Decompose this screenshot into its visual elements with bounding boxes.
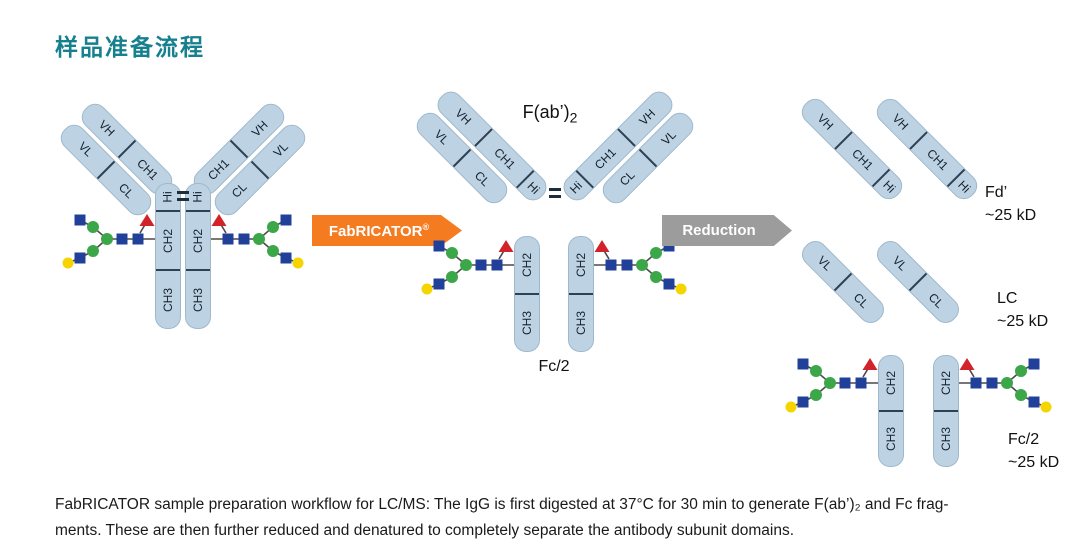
fragment-name: Fc/2 — [1008, 431, 1040, 448]
domain-label: VL — [814, 253, 835, 274]
lc-chain-1: VL CL — [797, 236, 889, 328]
domain-label: VL — [75, 139, 96, 160]
domain-label: CH2 — [161, 228, 176, 253]
domain-label: CH3 — [574, 310, 589, 336]
domain-label: CH1 — [592, 144, 620, 172]
fragment-name: Fd’ — [985, 184, 1008, 201]
domain-label: Hi — [955, 177, 974, 196]
domain-label: Hi — [191, 191, 205, 203]
domain-cl: CL — [908, 272, 963, 327]
domain-ch3: CH3 — [186, 269, 210, 328]
fabricator-arrow-label: FabRICATOR® — [329, 222, 429, 240]
disulfide-bond — [549, 195, 561, 198]
fc2-reduced-chain-2: CH2 CH3 — [933, 355, 959, 467]
domain-label: CH1 — [134, 156, 161, 183]
domain-label: CH2 — [191, 228, 206, 253]
fc2-fragment-label: Fc/2 ~25 kD — [1008, 428, 1059, 474]
domain-label: VH — [888, 110, 911, 133]
fragment-name: LC — [997, 290, 1018, 307]
fc2-chain-left: CH2 CH3 — [514, 236, 540, 352]
reduction-arrow-label: Reduction — [682, 222, 756, 239]
lc-fragment-label: LC ~25 kD — [997, 287, 1048, 333]
domain-ch3: CH3 — [156, 269, 180, 328]
domain-label: CH1 — [490, 144, 518, 172]
domain-ch3: CH3 — [879, 410, 903, 466]
domain-label: VH — [95, 117, 118, 140]
domain-label: CL — [851, 290, 872, 311]
domain-ch2: CH2 — [156, 210, 180, 269]
glycan-icon — [61, 213, 156, 270]
domain-label: CL — [229, 180, 250, 201]
domain-hinge: Hi — [156, 184, 180, 210]
domain-label: VL — [658, 127, 679, 148]
domain-ch2: CH2 — [879, 356, 903, 410]
lc-chain-2: VL CL — [872, 236, 964, 328]
domain-label: CL — [472, 168, 493, 189]
domain-label: CH2 — [884, 370, 899, 396]
domain-label: CH3 — [884, 426, 899, 452]
domain-label: CL — [116, 180, 137, 201]
domain-label: CH3 — [191, 287, 206, 312]
domain-label: VL — [431, 127, 452, 148]
domain-ch3: CH3 — [515, 293, 539, 351]
domain-ch3: CH3 — [934, 410, 958, 466]
domain-label: Hi — [524, 178, 543, 197]
fab2-subscript: 2 — [569, 109, 578, 126]
domain-label: CL — [926, 290, 947, 311]
fc2-reduced-chain-1: CH2 CH3 — [878, 355, 904, 467]
domain-label: VL — [889, 253, 910, 274]
domain-cl: CL — [833, 272, 888, 327]
domain-label: VH — [813, 110, 836, 133]
glycan-icon — [420, 239, 515, 296]
igg-fc-stack-left: Hi CH2 CH3 — [155, 183, 181, 329]
domain-label: CH2 — [574, 252, 589, 278]
caption-line1: FabRICATOR sample preparation workflow f… — [55, 496, 949, 513]
fragment-mass: ~25 kD — [985, 207, 1037, 224]
domain-label: Hi — [880, 177, 899, 196]
fd-fragment-label: Fd’ ~25 kD — [985, 181, 1036, 227]
caption: FabRICATOR sample preparation workflow f… — [55, 492, 1065, 544]
glycan-icon — [784, 357, 879, 414]
disulfide-bond — [177, 191, 189, 194]
fc2-chain-right: CH2 CH3 — [568, 236, 594, 352]
domain-ch3: CH3 — [569, 293, 593, 351]
disulfide-bond — [177, 198, 189, 201]
fragment-mass: ~25 kD — [997, 313, 1049, 330]
domain-label: VH — [451, 105, 474, 128]
domain-hinge: Hi — [186, 184, 210, 210]
domain-label: VH — [248, 117, 271, 140]
domain-label: CH1 — [923, 145, 951, 173]
domain-label: Hi — [567, 178, 586, 197]
domain-ch2: CH2 — [569, 237, 593, 293]
registered-mark-icon: ® — [422, 221, 430, 232]
glycan-icon — [210, 213, 305, 270]
reduction-arrow: Reduction — [662, 215, 792, 246]
domain-label: Hi — [161, 191, 175, 203]
domain-label: CH3 — [161, 287, 176, 312]
domain-label: CH1 — [848, 145, 876, 173]
domain-label: VH — [636, 105, 659, 128]
disulfide-bond — [549, 188, 561, 191]
domain-label: VL — [270, 139, 291, 160]
fabricator-text: FabRICATOR — [328, 222, 423, 240]
domain-label: CH2 — [520, 252, 535, 278]
domain-ch2: CH2 — [515, 237, 539, 293]
domain-label: CH3 — [939, 426, 954, 452]
domain-label: CL — [617, 168, 638, 189]
domain-label: CH2 — [939, 370, 954, 396]
igg-fc-stack-right: Hi CH2 CH3 — [185, 183, 211, 329]
caption-line2: ments. These are then further reduced an… — [55, 522, 795, 539]
fragment-mass: ~25 kD — [1008, 454, 1060, 471]
fab2-label: F(ab’)2 — [500, 102, 600, 126]
fc2-label: Fc/2 — [538, 358, 570, 375]
domain-ch2: CH2 — [934, 356, 958, 410]
page-title: 样品准备流程 — [55, 34, 205, 60]
glycan-icon — [958, 357, 1053, 414]
domain-ch2: CH2 — [186, 210, 210, 269]
fab2-text: F(ab’) — [522, 102, 570, 122]
domain-label: CH1 — [205, 156, 232, 183]
domain-label: CH3 — [520, 310, 535, 336]
